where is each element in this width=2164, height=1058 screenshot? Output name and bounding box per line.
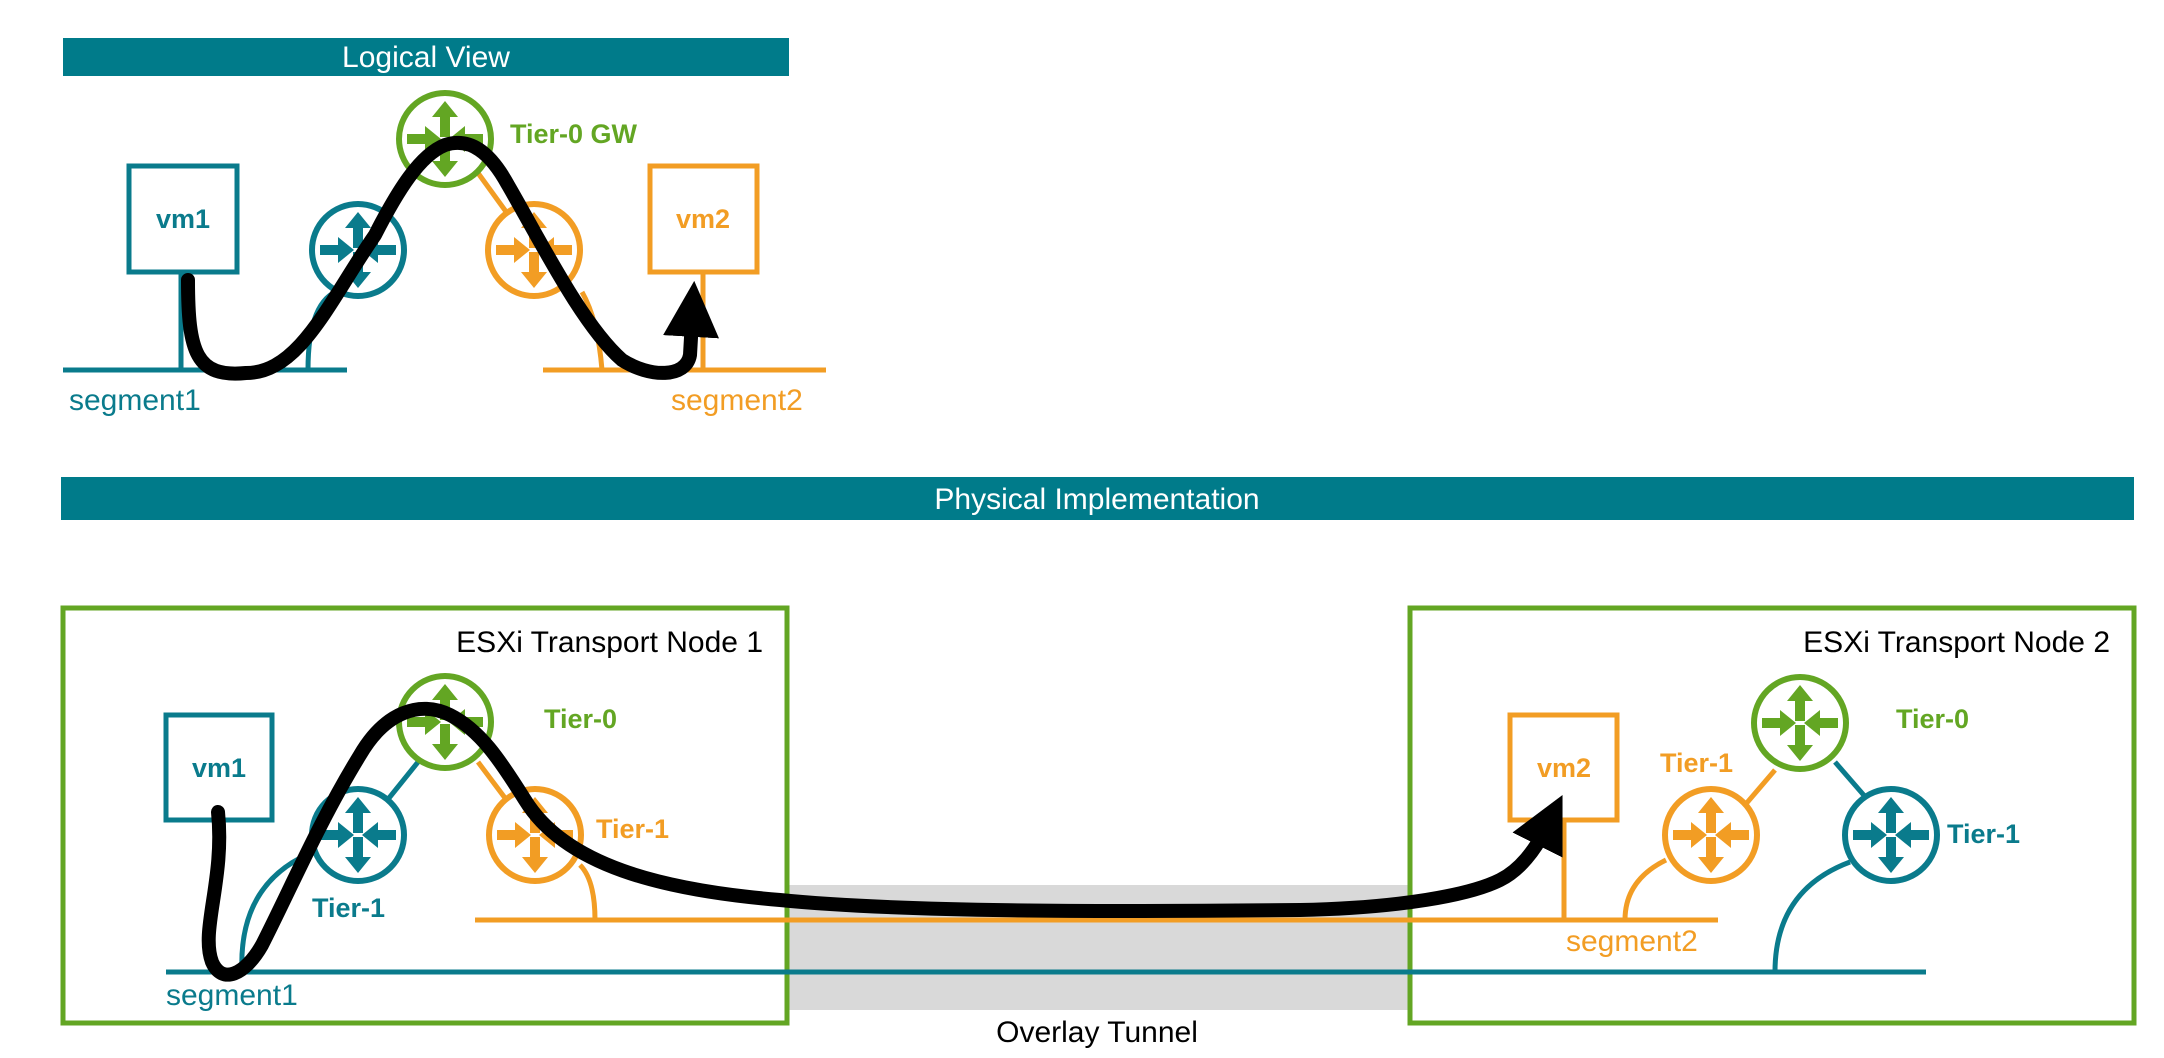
node1-tier1-orange-label: Tier-1 bbox=[596, 814, 669, 844]
vm1-box bbox=[126, 163, 240, 275]
node2-tier0-label: Tier-0 bbox=[1896, 704, 1969, 734]
esxi-node1-title: ESXi Transport Node 1 bbox=[456, 626, 763, 659]
logical-traffic-path bbox=[181, 135, 719, 381]
node2-tier1-teal-to-tier0 bbox=[1833, 760, 1870, 802]
node2-vm2-label: vm2 bbox=[1537, 753, 1591, 783]
node1-tier0-label: Tier-0 bbox=[544, 704, 617, 734]
node2-tier0-router-icon bbox=[1754, 677, 1846, 769]
esxi-node2-frame bbox=[1407, 605, 2137, 1026]
node2-tier1-teal-to-segment1 bbox=[1772, 859, 1851, 973]
vm1-label: vm1 bbox=[156, 204, 210, 234]
segment1-label: segment1 bbox=[69, 384, 201, 417]
node1-tier1-teal-label: Tier-1 bbox=[312, 893, 385, 923]
tier0-gw-label: Tier-0 GW bbox=[510, 119, 638, 149]
vm2-box bbox=[647, 163, 760, 275]
node1-tier1-teal-to-tier0 bbox=[383, 760, 420, 805]
node1-tier1-orange-to-segment2 bbox=[578, 863, 598, 921]
physical-title: Physical Implementation bbox=[934, 483, 1259, 516]
node2-tier1-orange-to-tier0 bbox=[1743, 768, 1777, 807]
segment2-label: segment2 bbox=[671, 384, 803, 417]
esxi-node1-frame bbox=[60, 605, 790, 1026]
logical-view: Logical View vm1 vm2 Tier-0 GW segment1 … bbox=[63, 38, 826, 417]
vm2-label: vm2 bbox=[676, 204, 730, 234]
overlay-tunnel-label: Overlay Tunnel bbox=[996, 1016, 1198, 1049]
node2-tier1-orange-label: Tier-1 bbox=[1660, 748, 1733, 778]
node2-tier1-teal-router-icon bbox=[1845, 789, 1937, 881]
esxi-node2-title: ESXi Transport Node 2 bbox=[1803, 626, 2110, 659]
node2-segment2-label: segment2 bbox=[1566, 925, 1698, 958]
node1-vm1-box bbox=[163, 712, 275, 823]
node2-tier1-orange-to-segment2 bbox=[1622, 857, 1668, 921]
node1-tier1-orange-to-tier0 bbox=[476, 760, 510, 804]
physical-banner bbox=[61, 477, 2134, 520]
node1-tier0-router-icon bbox=[399, 676, 491, 768]
tier1-orange-to-tier0 bbox=[475, 171, 510, 215]
physical-traffic-path bbox=[201, 701, 1563, 982]
node1-vm1-label: vm1 bbox=[192, 753, 246, 783]
node1-segment1-label: segment1 bbox=[166, 979, 298, 1012]
logical-view-banner bbox=[63, 38, 789, 76]
logical-view-title: Logical View bbox=[342, 41, 510, 74]
node2-tier1-teal-label: Tier-1 bbox=[1947, 819, 2020, 849]
physical-implementation: Physical Implementation Overlay Tunnel E… bbox=[60, 477, 2137, 1049]
node2-tier1-orange-router-icon bbox=[1665, 789, 1757, 881]
